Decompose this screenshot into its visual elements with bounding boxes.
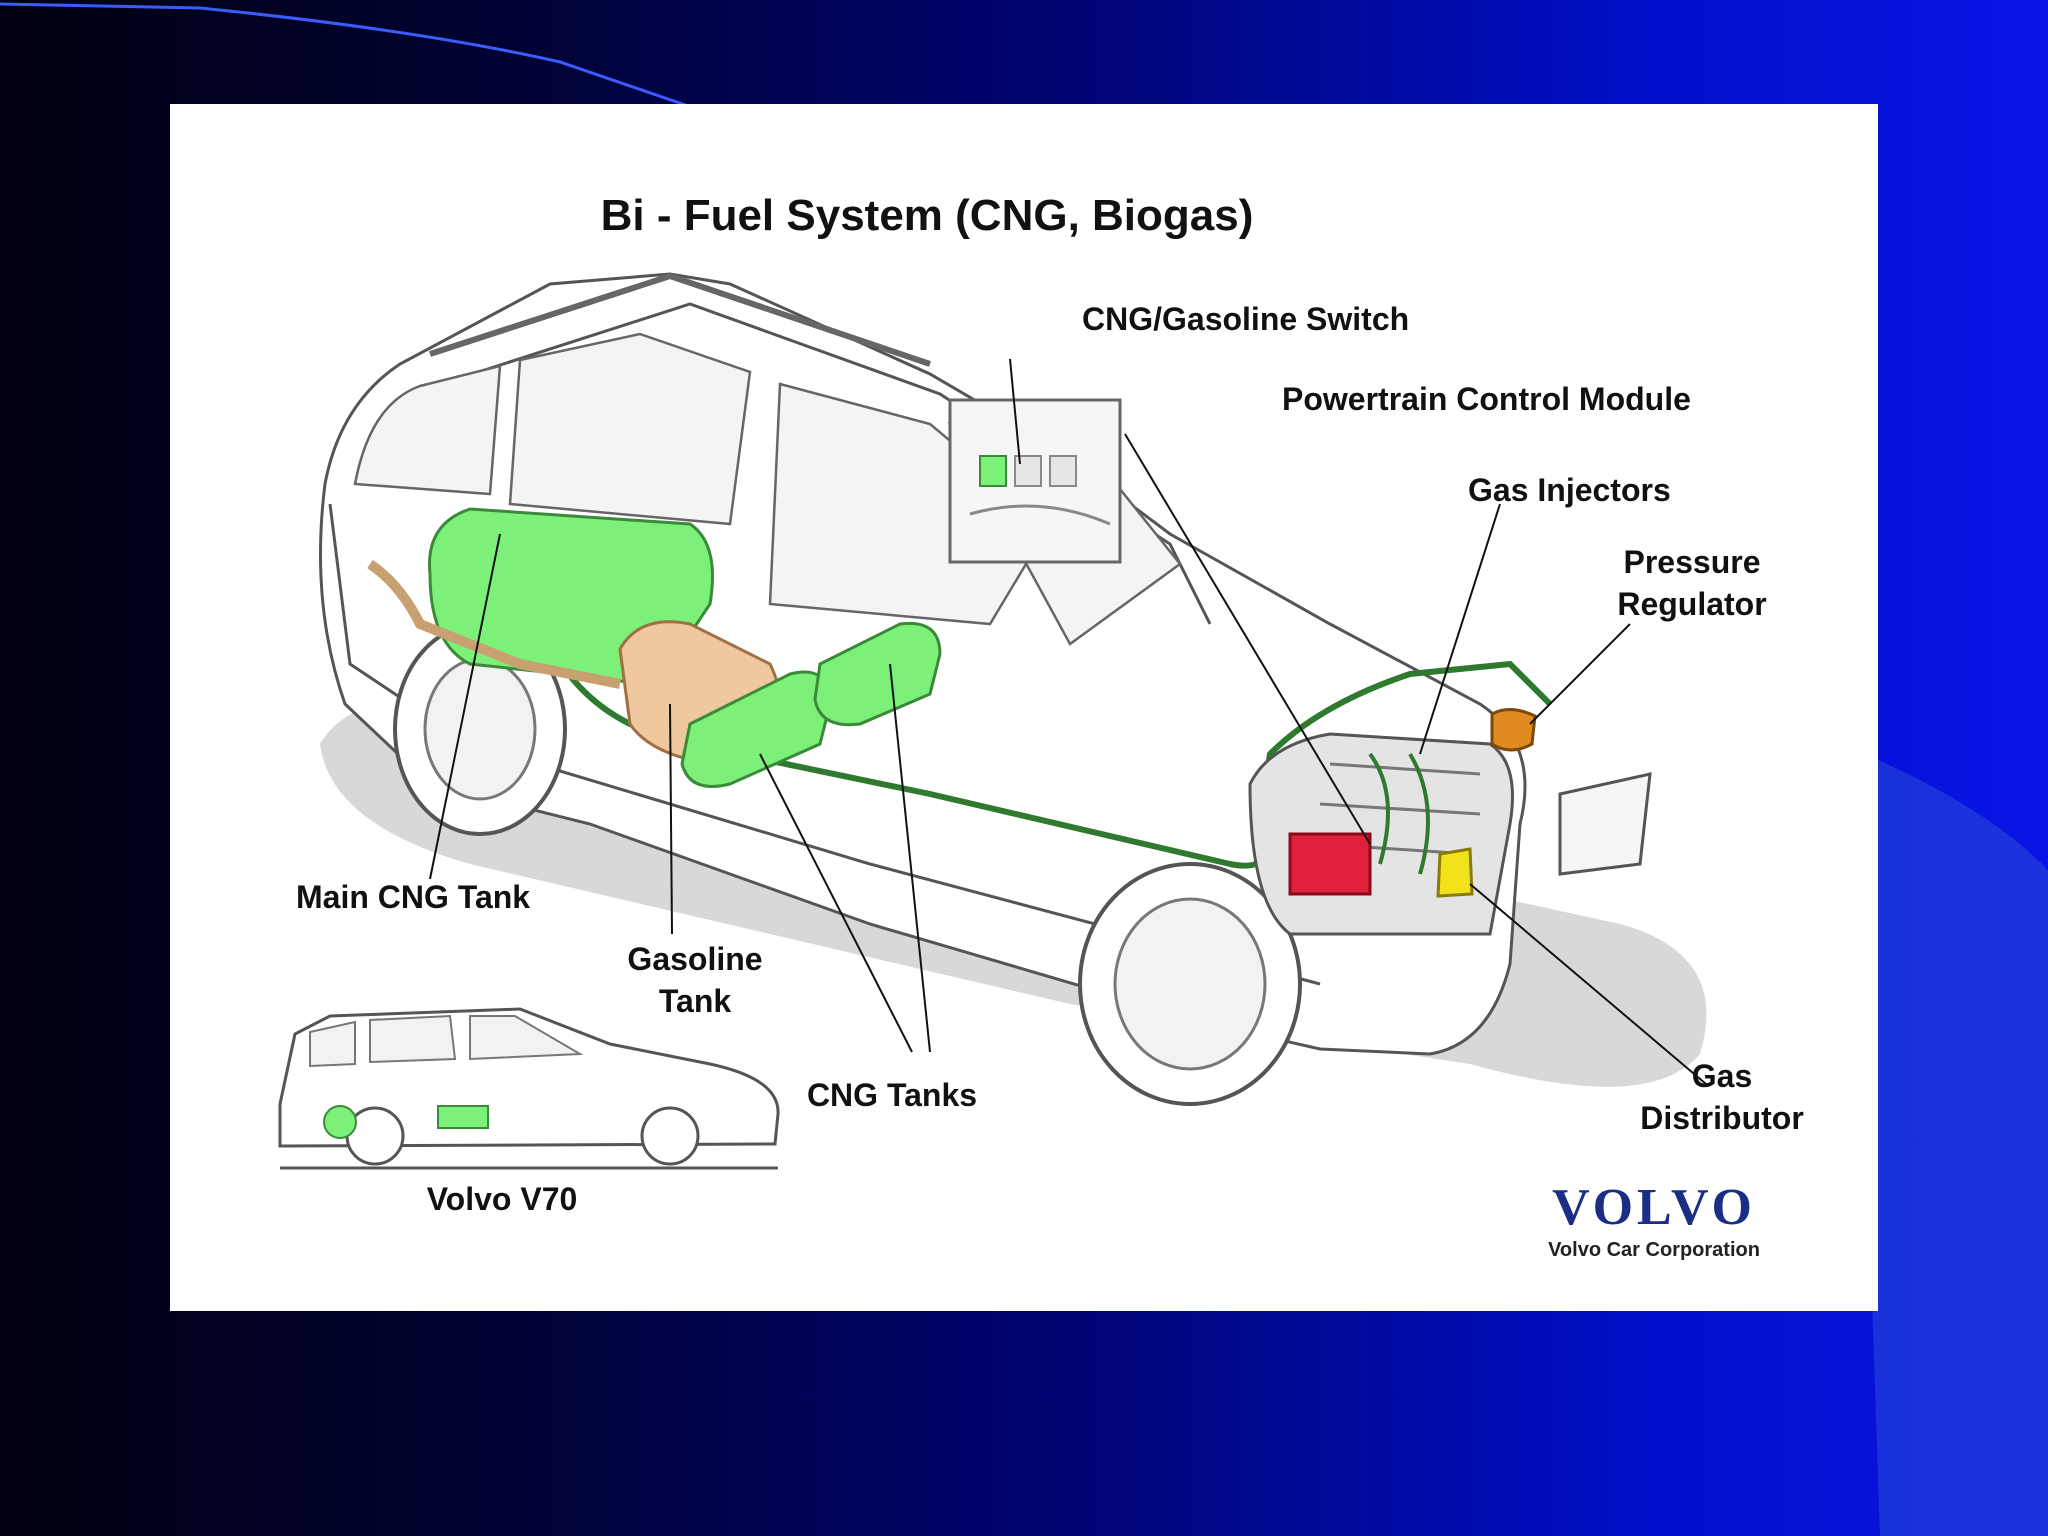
volvo-logo: VOLVO Volvo Car Corporation bbox=[1548, 1179, 1760, 1261]
inset-caption: Volvo V70 bbox=[427, 1181, 578, 1217]
label-gas-distributor-line1: Gas bbox=[1692, 1058, 1752, 1094]
label-pressure-regulator-line1: Pressure bbox=[1624, 544, 1761, 580]
label-pressure-regulator-line2: Regulator bbox=[1617, 586, 1766, 622]
logo-subtitle: Volvo Car Corporation bbox=[1548, 1239, 1760, 1261]
label-cng-gasoline-switch: CNG/Gasoline Switch bbox=[1082, 301, 1409, 337]
label-gasoline-tank-line2: Tank bbox=[659, 983, 732, 1019]
gas-distributor bbox=[1438, 849, 1472, 896]
switch-inset bbox=[950, 400, 1120, 562]
label-powertrain-control-module: Powertrain Control Module bbox=[1282, 381, 1691, 417]
powertrain-control-module bbox=[1290, 834, 1370, 894]
right-wave-shape bbox=[1872, 760, 2048, 1536]
pressure-regulator bbox=[1492, 709, 1535, 750]
figure-panel: Bi - Fuel System (CNG, Biogas) bbox=[170, 104, 1878, 1311]
label-gas-injectors: Gas Injectors bbox=[1468, 472, 1671, 508]
logo-wordmark: VOLVO bbox=[1552, 1179, 1756, 1236]
label-gasoline-tank-line1: Gasoline bbox=[627, 941, 762, 977]
front-grille bbox=[1560, 774, 1650, 874]
label-cng-tanks: CNG Tanks bbox=[807, 1077, 977, 1113]
bi-fuel-system-diagram: Bi - Fuel System (CNG, Biogas) bbox=[170, 104, 1878, 1311]
volvo-v70-inset bbox=[280, 1009, 778, 1168]
diagram-title: Bi - Fuel System (CNG, Biogas) bbox=[601, 191, 1254, 240]
label-main-cng-tank: Main CNG Tank bbox=[296, 879, 530, 915]
top-swoosh-line bbox=[0, 4, 700, 110]
label-gas-distributor-line2: Distributor bbox=[1640, 1100, 1804, 1136]
